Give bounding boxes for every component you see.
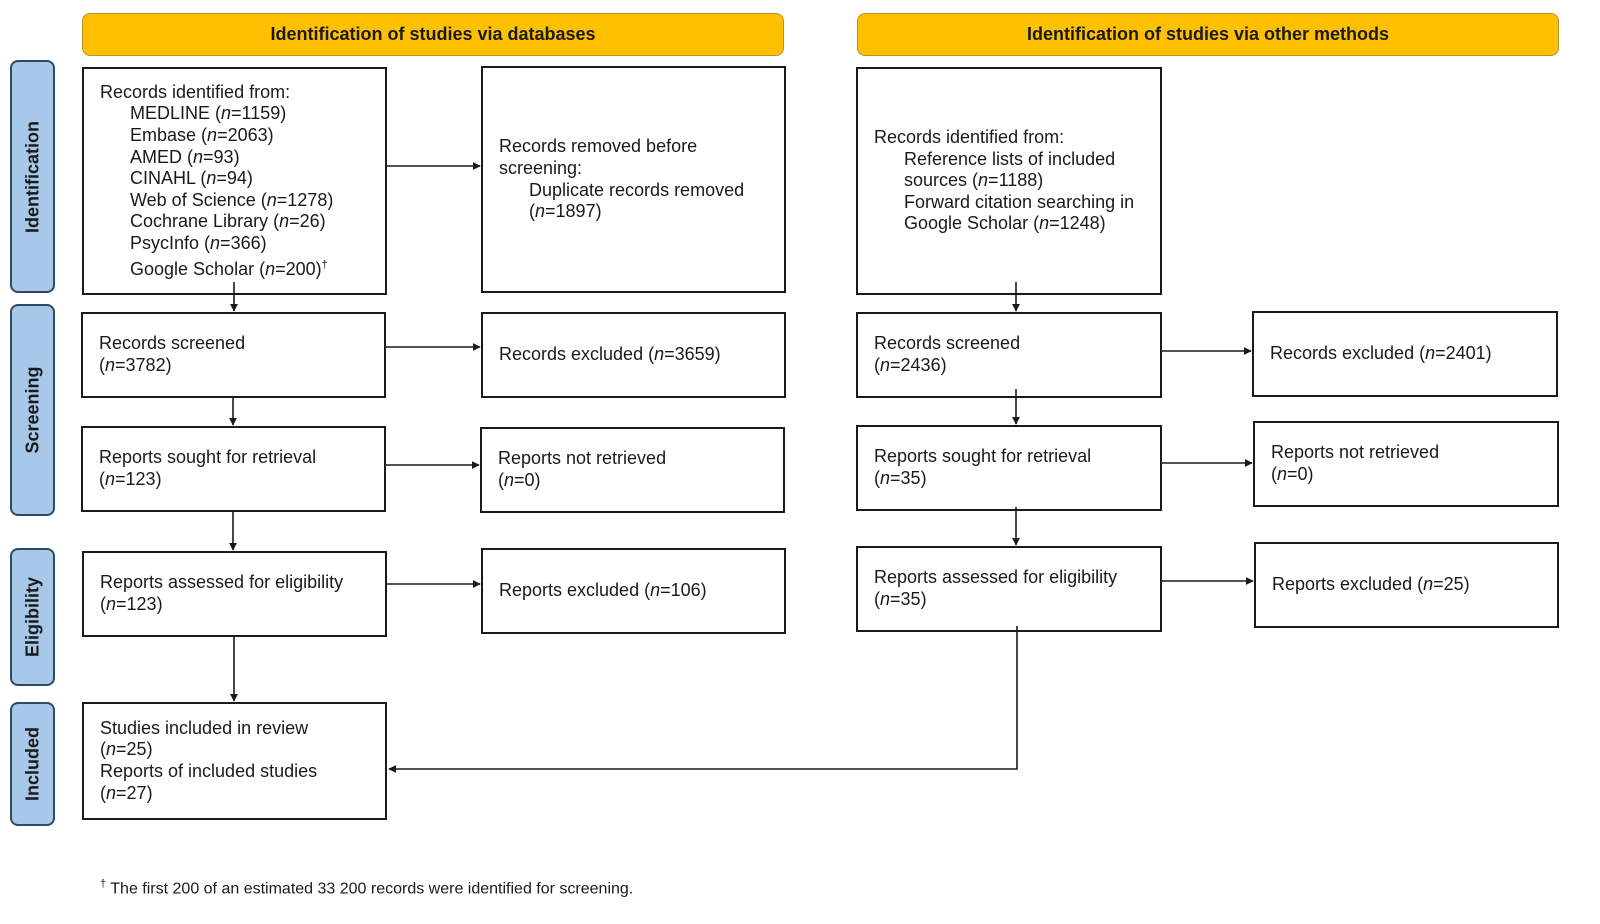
phase-screening: Screening [10, 304, 55, 516]
header-databases: Identification of studies via databases [82, 13, 784, 56]
other-reports-sought-count: (n=35) [874, 468, 927, 488]
arrow-other-assessed-to-included [388, 626, 1018, 773]
included-box: Studies included in review (n=25) Report… [82, 702, 387, 820]
db-reports-sought-label: Reports sought for retrieval [99, 447, 317, 468]
other-records-identified-title: Records identified from: [874, 127, 1065, 148]
db-records-screened-box: Records screened (n=3782) [81, 312, 386, 398]
other-reports-assessed-box: Reports assessed for eligibility (n=35) [856, 546, 1162, 632]
phase-identification: Identification [10, 60, 55, 293]
db-reports-assessed-box: Reports assessed for eligibility (n=123) [82, 551, 387, 637]
other-reports-assessed-count: (n=35) [874, 589, 927, 609]
phase-included: Included [10, 702, 55, 826]
source-cochrane-library: Cochrane Library (n=26) [130, 211, 326, 232]
phase-eligibility: Eligibility [10, 548, 55, 686]
other-reports-excluded-text: Reports excluded (n=25) [1272, 574, 1470, 595]
footnote-text: The first 200 of an estimated 33 200 rec… [106, 880, 634, 898]
source-cinahl: CINAHL (n=94) [130, 168, 253, 189]
reference-lists-label: Reference lists of included [904, 148, 1116, 169]
duplicates-removed-count: (n=1897) [529, 201, 602, 222]
reports-included-label: Reports of included studies [100, 761, 318, 781]
phase-screening-label: Screening [22, 366, 42, 454]
db-reports-excluded-text: Reports excluded (n=106) [499, 580, 707, 601]
other-reports-not-retrieved-count: (n=0) [1271, 464, 1314, 484]
other-reports-not-retrieved-label: Reports not retrieved [1271, 442, 1440, 463]
db-records-excluded-box: Records excluded (n=3659) [481, 312, 786, 398]
db-reports-not-retrieved-count: (n=0) [498, 470, 541, 490]
footnote-dagger: † [100, 878, 107, 890]
header-databases-label: Identification of studies via databases [270, 24, 596, 44]
forward-citation-label: Forward citation searching in [904, 191, 1135, 212]
db-records-excluded-text: Records excluded (n=3659) [499, 344, 721, 365]
db-reports-excluded-box: Reports excluded (n=106) [481, 548, 786, 634]
header-other-methods-label: Identification of studies via other meth… [1026, 24, 1390, 44]
source-amed: AMED (n=93) [130, 146, 240, 167]
db-records-identified-title: Records identified from: [100, 81, 291, 102]
reference-lists-count: sources (n=1188) [904, 170, 1044, 191]
source-embase: Embase (n=2063) [130, 125, 274, 146]
forward-citation-count: Google Scholar (n=1248) [904, 213, 1106, 234]
duplicates-removed-label: Duplicate records removed [529, 179, 745, 200]
records-removed-line1: Records removed before [499, 136, 698, 157]
phase-included-label: Included [22, 726, 42, 802]
db-reports-not-retrieved-box: Reports not retrieved (n=0) [480, 427, 785, 513]
other-records-screened-box: Records screened (n=2436) [856, 312, 1162, 398]
db-records-removed-box: Records removed before screening: Duplic… [481, 66, 786, 293]
other-reports-excluded-box: Reports excluded (n=25) [1254, 542, 1559, 628]
other-reports-sought-box: Reports sought for retrieval (n=35) [856, 425, 1162, 511]
db-records-screened-count: (n=3782) [99, 355, 172, 375]
other-reports-not-retrieved-box: Reports not retrieved (n=0) [1253, 421, 1559, 507]
phase-identification-label: Identification [22, 120, 42, 233]
studies-included-count: (n=25) [100, 739, 153, 760]
reports-included-count: (n=27) [100, 782, 153, 803]
db-reports-not-retrieved-label: Reports not retrieved [498, 448, 667, 469]
header-other-methods: Identification of studies via other meth… [857, 13, 1559, 56]
other-reports-assessed-label: Reports assessed for eligibility [874, 567, 1118, 588]
studies-included-label: Studies included in review [100, 717, 309, 738]
db-reports-sought-box: Reports sought for retrieval (n=123) [81, 426, 386, 512]
db-records-identified-box: Records identified from: MEDLINE (n=1159… [82, 67, 387, 295]
source-psycinfo: PsycInfo (n=366) [130, 232, 267, 253]
other-records-excluded-box: Records excluded (n=2401) [1252, 311, 1558, 397]
source-google-scholar: Google Scholar (n=200)† [130, 258, 328, 279]
phase-eligibility-label: Eligibility [22, 576, 42, 658]
footnote: † The first 200 of an estimated 33 200 r… [100, 878, 633, 898]
db-reports-assessed-count: (n=123) [100, 594, 163, 614]
other-records-screened-label: Records screened [874, 333, 1021, 354]
other-records-screened-count: (n=2436) [874, 355, 947, 375]
records-removed-line2: screening: [499, 157, 583, 178]
dagger-mark: † [321, 258, 328, 271]
db-records-screened-label: Records screened [99, 333, 246, 354]
other-records-excluded-text: Records excluded (n=2401) [1270, 343, 1492, 364]
db-reports-assessed-label: Reports assessed for eligibility [100, 572, 344, 593]
source-web-of-science: Web of Science (n=1278) [130, 189, 334, 210]
source-medline: MEDLINE (n=1159) [130, 103, 287, 124]
db-reports-sought-count: (n=123) [99, 469, 162, 489]
other-reports-sought-label: Reports sought for retrieval [874, 446, 1092, 467]
other-records-identified-box: Records identified from: Reference lists… [856, 67, 1162, 295]
